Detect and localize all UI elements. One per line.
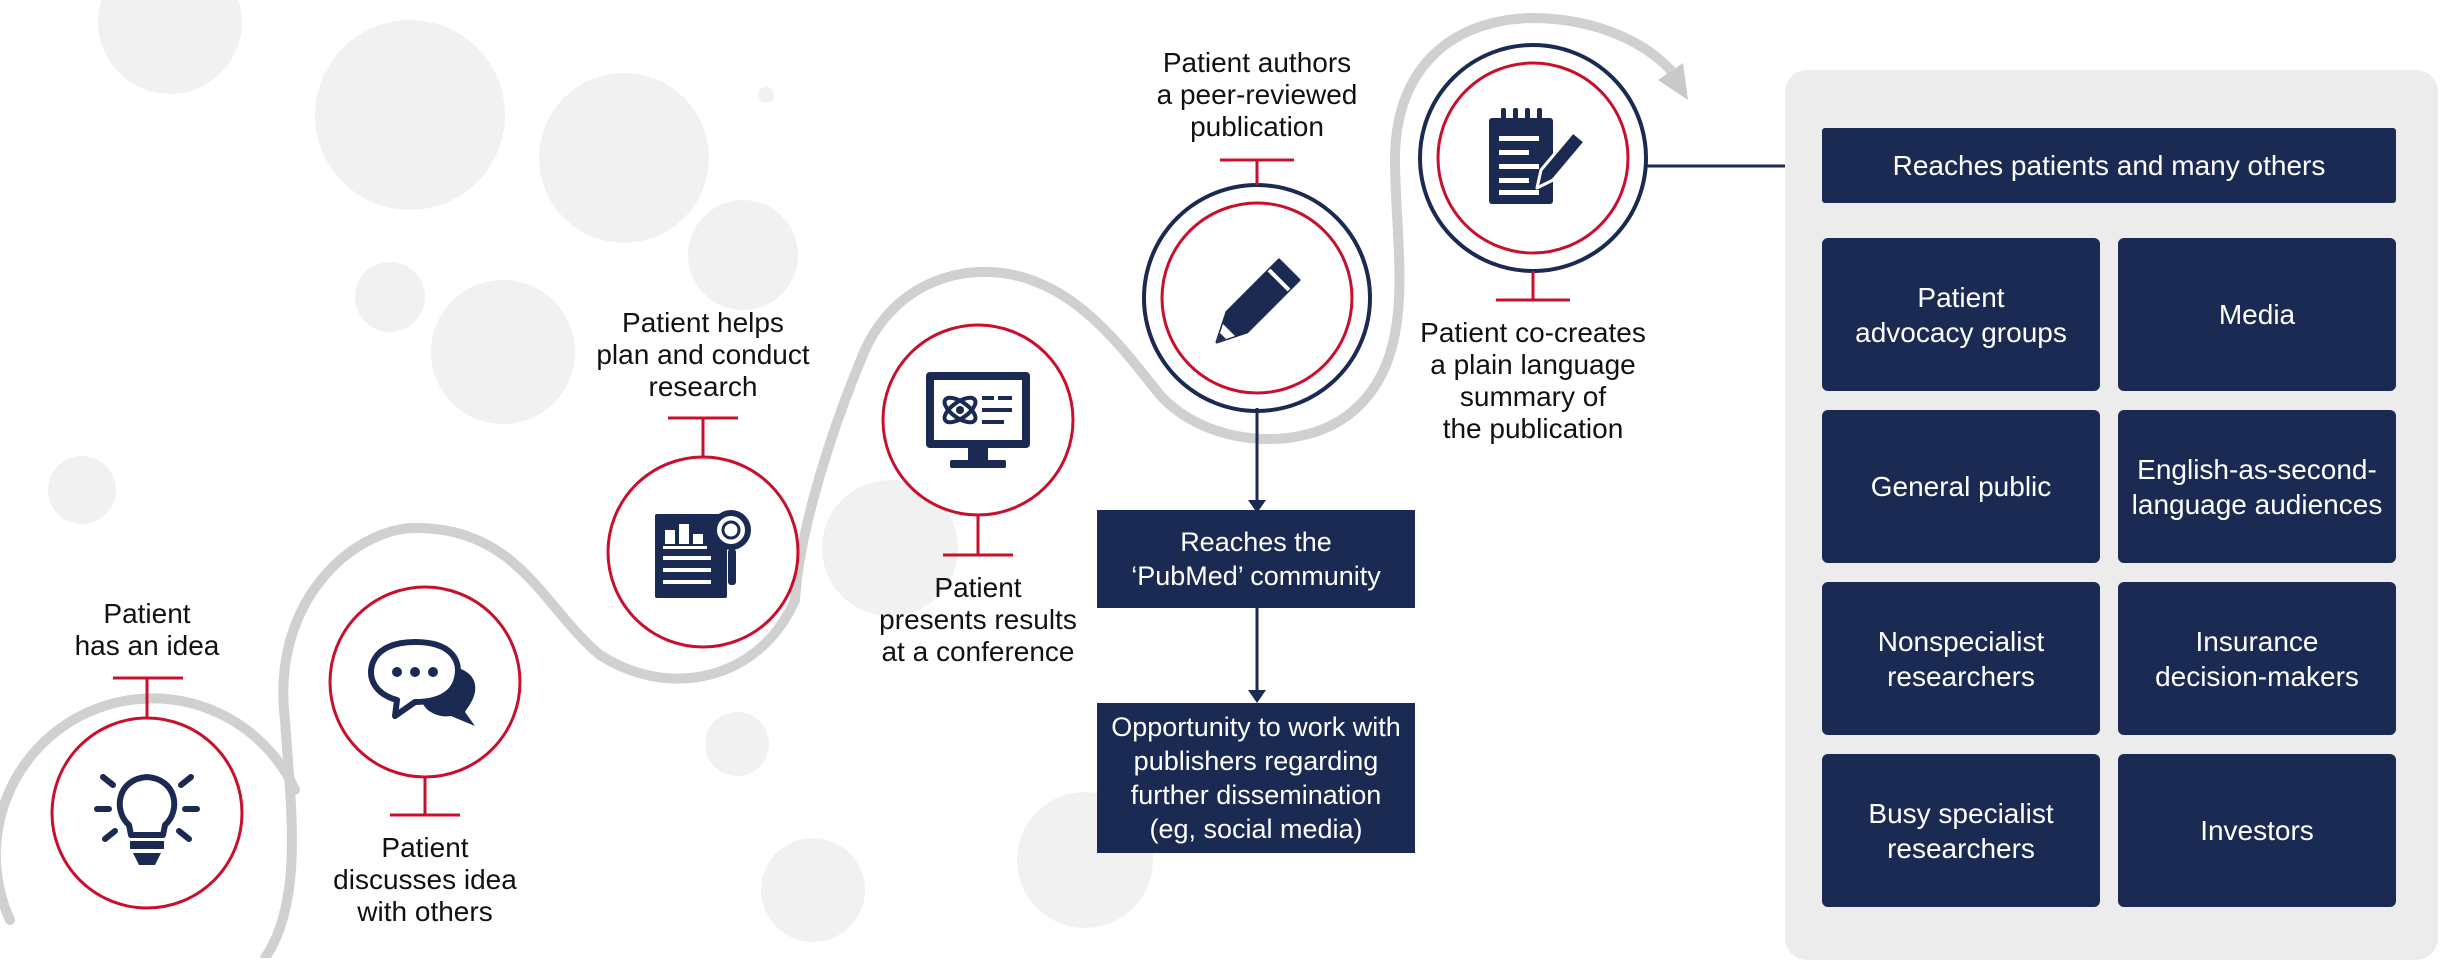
step-node [1418, 43, 1648, 302]
audience-tile-line: researchers [1887, 832, 2035, 864]
bubble [705, 712, 769, 776]
chat-bubbles-icon [368, 639, 476, 726]
step-label-line: with others [357, 896, 493, 927]
audience-tile-line: General public [1870, 471, 2052, 502]
audience-tile-line: Nonspecialist [1877, 625, 2045, 657]
connector-arrows [1248, 157, 1822, 703]
step-node [606, 416, 800, 649]
step-label-line: Patient [103, 598, 191, 629]
audience-header: Reaches patients and many others [1822, 128, 2396, 203]
step-label-line: the publication [1442, 413, 1624, 444]
step-label-line: research [648, 371, 758, 402]
bubble [539, 73, 709, 243]
opportunity-box-line: publishers regarding [1133, 746, 1379, 776]
pubmed-to-opportunity-arrowhead [1248, 690, 1266, 703]
bubble [761, 838, 865, 942]
bubble [98, 0, 242, 94]
audience-tile-line: Patient [1917, 281, 2005, 313]
audience-tile-line: Insurance [2195, 625, 2319, 657]
step-label-line: has an idea [74, 630, 220, 661]
audience-header-text: Reaches patients and many others [1892, 150, 2326, 181]
bubble [48, 456, 116, 524]
audience-tile: English-as-second-language audiences [2118, 410, 2396, 563]
step-label-line: Patient helps [622, 307, 784, 338]
pubmed-box: Reaches the ‘PubMed’ community [1097, 510, 1415, 608]
step-label-line: at a conference [881, 636, 1075, 667]
audience-tile-line: advocacy groups [1855, 316, 2067, 348]
path-segment [260, 357, 865, 958]
bubble [315, 20, 505, 210]
opportunity-box-line: further dissemination [1130, 780, 1382, 810]
bubble [431, 280, 575, 424]
pubmed-box-line: Reaches the [1180, 527, 1332, 557]
step-label-line: Patient [381, 832, 469, 863]
audience-tile-line: researchers [1887, 660, 2035, 692]
step-label-line: Patient [934, 572, 1022, 603]
publication-to-pubmed-arrowhead [1248, 500, 1266, 513]
audience-panel: Reaches patients and many others Patient… [1785, 70, 2438, 960]
step-label-line: summary of [1459, 381, 1607, 412]
opportunity-box-line: Opportunity to work with [1111, 712, 1401, 742]
inner-ring [50, 716, 244, 910]
audience-tile-line: language audiences [2131, 488, 2383, 520]
journey-path [0, 12, 1680, 958]
audience-tile-line: decision-makers [2155, 660, 2359, 692]
step-label-line: a plain language [1430, 349, 1636, 380]
opportunity-box-line: (eg, social media) [1149, 814, 1363, 844]
bubble [688, 200, 798, 310]
opportunity-box: Opportunity to work with publishers regar… [1097, 703, 1415, 853]
curved-arrowhead [1658, 63, 1688, 100]
audience-tile-line: Busy specialist [1868, 797, 2054, 829]
path-segment [0, 693, 300, 925]
step-node [1142, 158, 1372, 413]
step-nodes [50, 43, 1648, 910]
path-segment [855, 12, 1680, 445]
step-label-line: discusses idea [333, 864, 517, 895]
step-node [328, 585, 522, 817]
bubble [758, 87, 774, 103]
step-label-line: publication [1190, 111, 1324, 142]
audience-tile-line: Investors [2200, 815, 2314, 846]
step-label-line: plan and conduct [596, 339, 810, 370]
pubmed-box-line: ‘PubMed’ community [1131, 561, 1381, 591]
step-node [881, 323, 1075, 557]
notepad-pen-icon [1489, 108, 1587, 204]
document-search-icon [655, 510, 751, 598]
audience-tile: General public [1822, 410, 2100, 563]
step-label-line: presents results [879, 604, 1077, 635]
step-label-line: Patient co-creates [1420, 317, 1646, 348]
decorative-bubbles [48, 0, 1153, 942]
bubble [822, 480, 958, 616]
step-node [50, 676, 244, 910]
step-label-line: a peer-reviewed [1156, 79, 1358, 110]
lightbulb-icon [94, 774, 200, 865]
monitor-presentation-icon [926, 372, 1030, 468]
audience-tile-line: English-as-second- [2137, 453, 2377, 485]
bubble [355, 262, 425, 332]
step-label-line: Patient authors [1162, 47, 1352, 78]
audience-tile-line: Media [2218, 299, 2296, 330]
pencil-icon [1215, 258, 1301, 344]
audience-tile: Investors [2118, 754, 2396, 907]
audience-tile: Media [2118, 238, 2396, 391]
